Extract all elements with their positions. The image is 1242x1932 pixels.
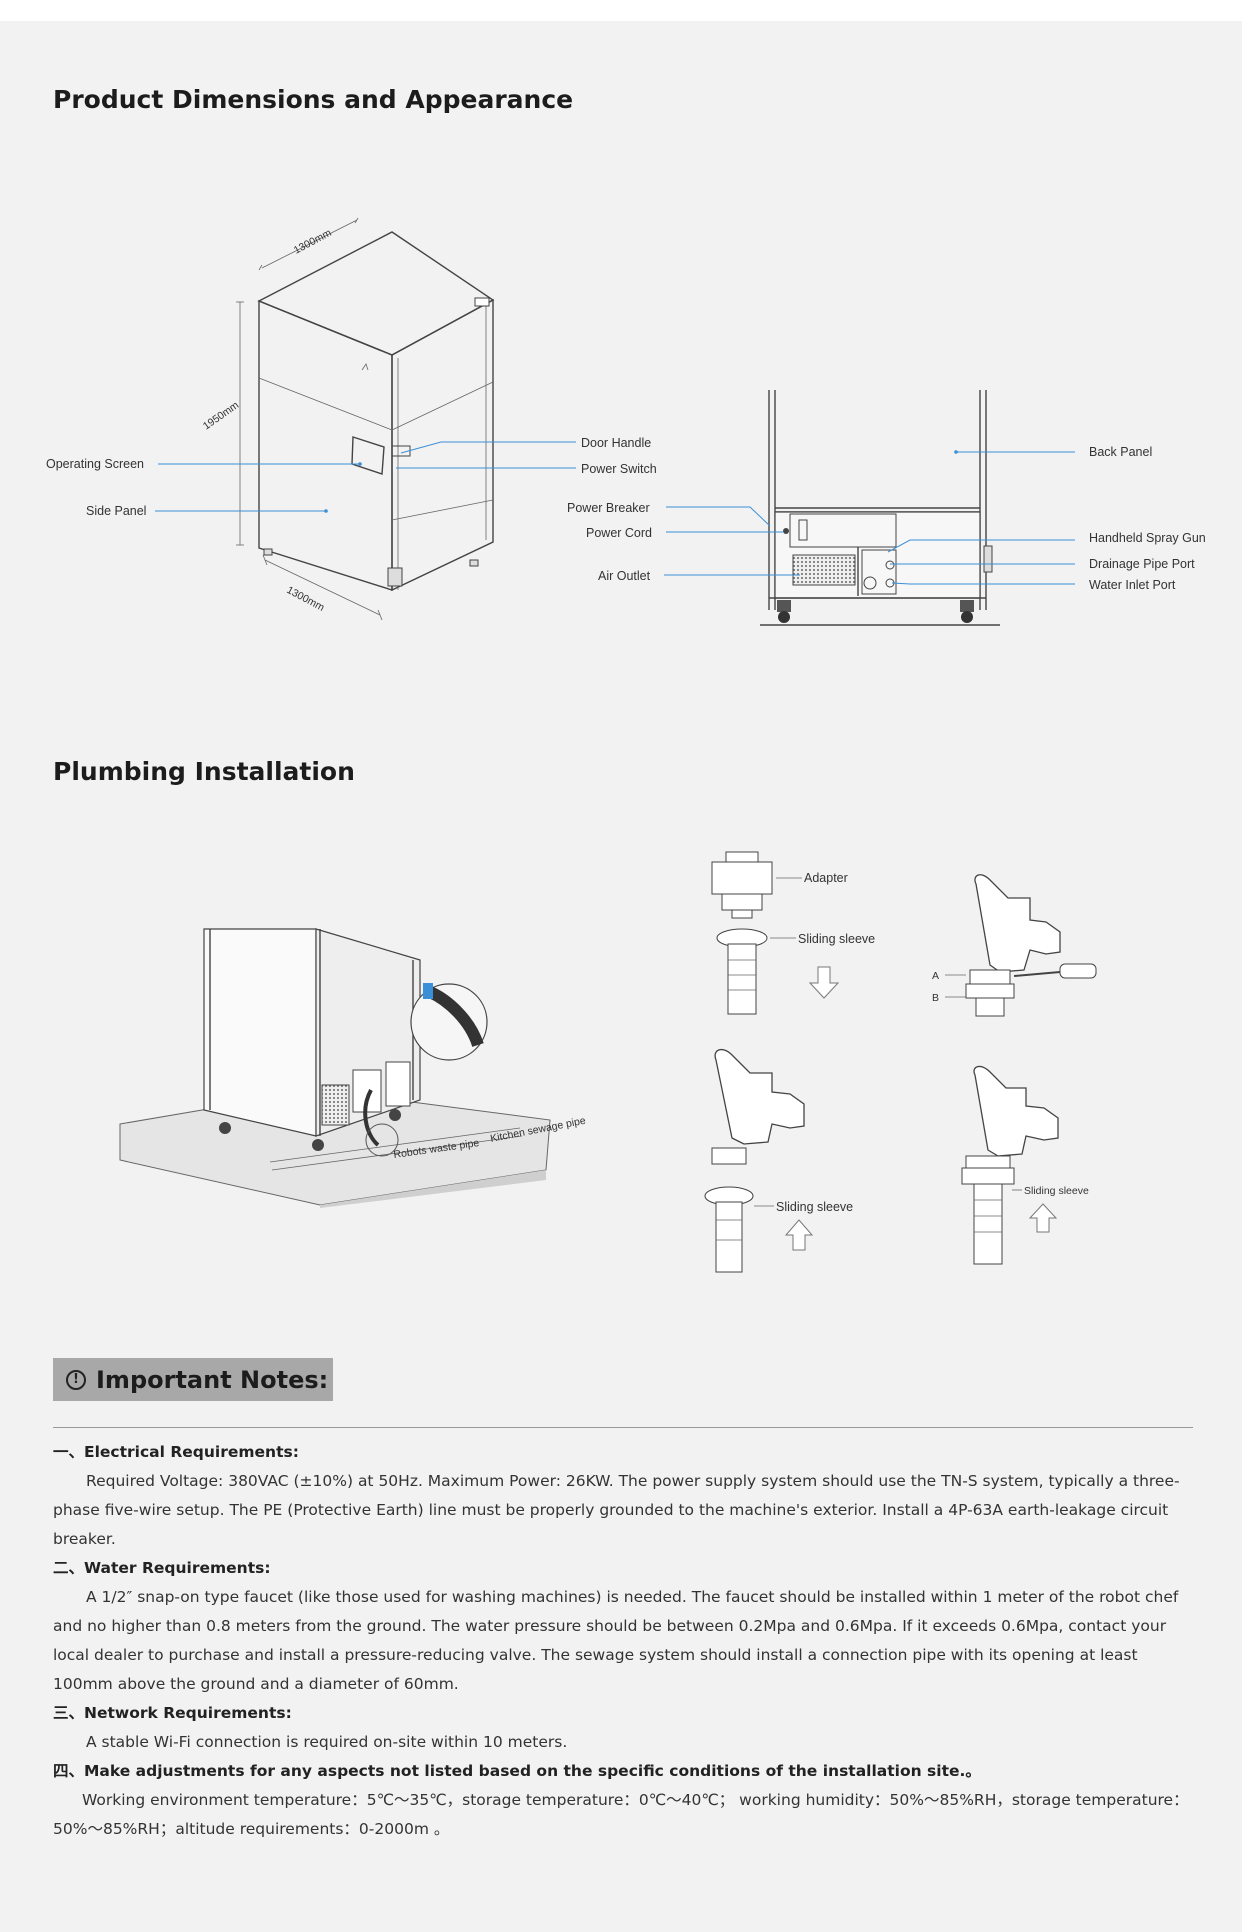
leader-spray-gun [887,539,1075,553]
electrical-requirements-text: Required Voltage: 380VAC (±10%) at 50Hz.… [53,1472,1180,1548]
label-power-cord: Power Cord [586,526,652,540]
important-notes-badge: ! Important Notes: [53,1358,333,1401]
label-power-breaker: Power Breaker [567,501,650,515]
leader-door-handle [400,441,576,454]
label-drainage-pipe-port: Drainage Pipe Port [1089,557,1195,571]
important-notes-title: Important Notes: [96,1365,329,1394]
label-door-handle: Door Handle [581,436,651,450]
faucet-sleeve-step-drawing [704,1048,814,1273]
leader-water-inlet [891,582,1075,585]
info-circle-icon: ! [66,1369,86,1390]
water-requirements-text: A 1/2″ snap-on type faucet (like those u… [53,1588,1179,1693]
label-sliding-sleeve-1: Sliding sleeve [798,932,875,946]
product-isometric-drawing [236,217,495,621]
label-operating-screen: Operating Screen [46,457,144,471]
faucet-final-drawing [961,1065,1059,1265]
plumbing-section-title: Plumbing Installation [53,757,355,786]
dim-bottom-label: 1300mm [285,584,327,614]
label-adapter: Adapter [804,871,848,885]
label-air-outlet: Air Outlet [598,569,651,583]
label-water-inlet-port: Water Inlet Port [1089,578,1176,592]
label-sliding-sleeve-2: Sliding sleeve [776,1200,853,1214]
environment-requirements-text: Working environment temperature：5℃～35℃，s… [53,1791,1189,1838]
notes-divider [53,1427,1193,1428]
plumbing-installation-drawing [119,928,551,1208]
adapter-step-drawing [711,851,840,1015]
electrical-requirements-heading: 一、Electrical Requirements: [53,1443,299,1461]
network-requirements-text: A stable Wi-Fi connection is required on… [86,1733,568,1751]
network-requirements-heading: 三、Network Requirements: [53,1704,292,1722]
marker-a: A [932,970,939,982]
marker-b: B [932,992,939,1004]
leader-power-breaker [666,506,771,527]
label-back-panel: Back Panel [1089,445,1152,459]
dimensions-section-title: Product Dimensions and Appearance [53,85,574,114]
dim-top-label: 1300mm [292,227,334,257]
faucet-tighten-drawing [965,874,1097,1017]
label-sliding-sleeve-3: Sliding sleeve [1024,1185,1089,1197]
water-requirements-heading: 二、Water Requirements: [53,1559,271,1577]
back-view-drawing [760,390,1000,626]
label-handheld-spray-gun: Handheld Spray Gun [1089,531,1206,545]
label-side-panel: Side Panel [86,504,146,518]
important-notes-body: 一、Electrical Requirements: Required Volt… [53,1438,1193,1844]
label-power-switch: Power Switch [581,462,657,476]
dim-height-label: 1950mm [201,399,242,432]
other-adjustments-heading: 四、Make adjustments for any aspects not l… [53,1762,981,1780]
